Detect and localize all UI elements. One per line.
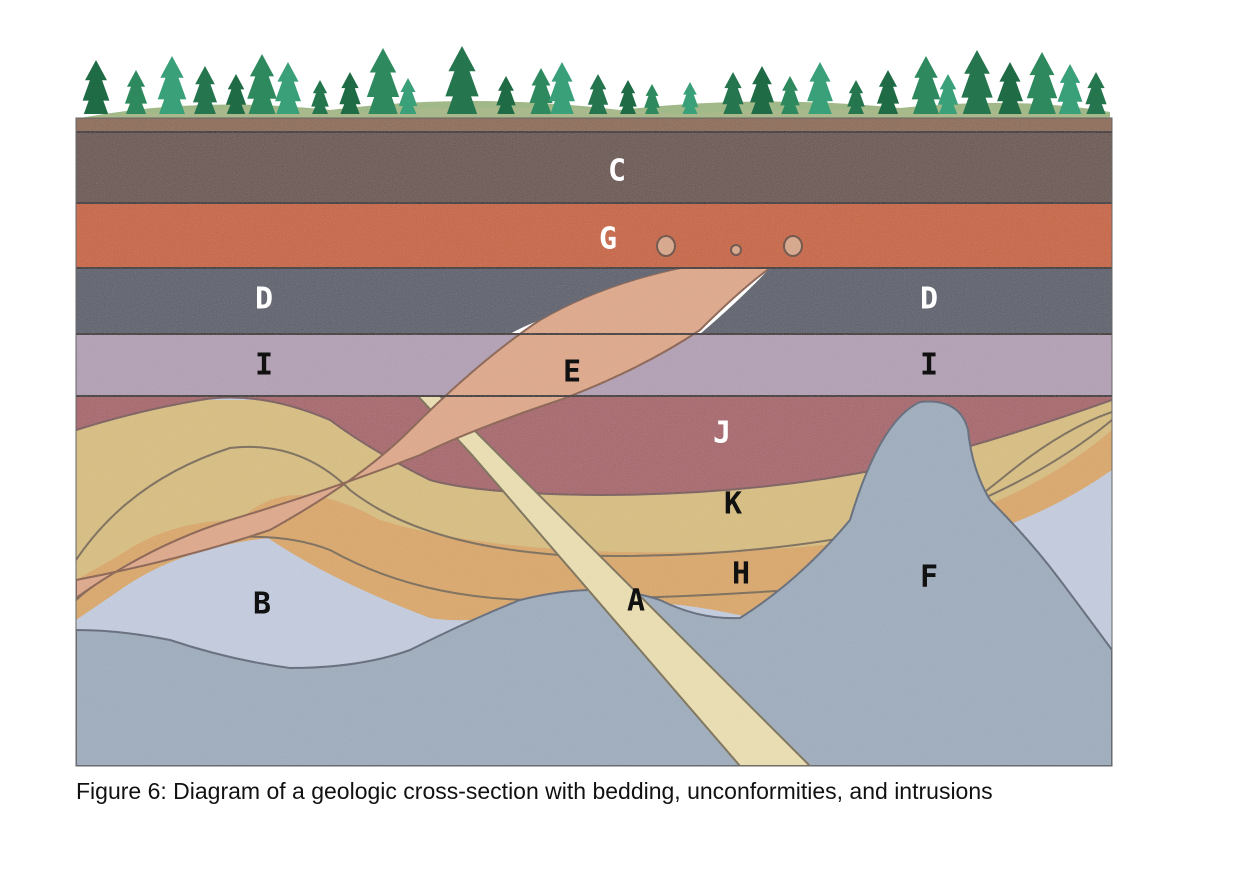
label-k: K: [724, 487, 742, 522]
label-b: B: [253, 587, 271, 622]
label-c: C: [608, 154, 626, 189]
label-h: H: [732, 557, 750, 592]
layer-c: [76, 132, 1112, 203]
label-a: A: [627, 584, 645, 619]
conifer-trees: [83, 46, 1107, 114]
tree-icon: [83, 60, 110, 114]
vegetation-strip: [80, 46, 1110, 122]
label-d-left: D: [255, 282, 273, 317]
layer-g: [76, 203, 1112, 268]
tree-icon: [1085, 72, 1106, 114]
label-d-right: D: [920, 282, 938, 317]
tree-icon: [158, 56, 187, 114]
tree-icon: [125, 70, 147, 114]
topsoil: [76, 118, 1112, 132]
label-f: F: [920, 560, 938, 595]
figure-caption: Figure 6: Diagram of a geologic cross-se…: [76, 778, 993, 805]
label-g: G: [599, 222, 617, 257]
label-i-left: I: [255, 348, 273, 383]
label-e: E: [563, 355, 581, 390]
label-i-right: I: [920, 348, 938, 383]
label-j: J: [713, 416, 731, 451]
